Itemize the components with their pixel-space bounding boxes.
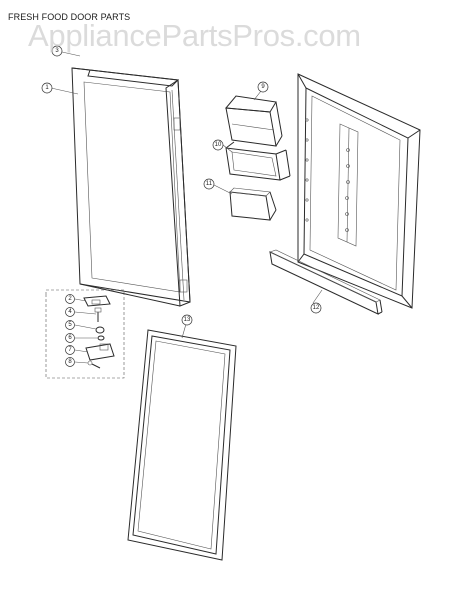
bottom-door-shelf	[269, 249, 383, 315]
hinge-bracket-bottom	[85, 343, 115, 361]
svg-text:11: 11	[206, 181, 213, 187]
hinge-detail-box	[45, 289, 125, 379]
hinge-bushing	[95, 326, 105, 334]
svg-text:10: 10	[215, 142, 222, 148]
callout-11: 11	[203, 178, 215, 190]
svg-text:13: 13	[184, 317, 191, 323]
svg-text:3: 3	[55, 48, 59, 54]
callout-4: 4	[65, 307, 75, 317]
callout-3: 3	[51, 45, 63, 57]
svg-text:12: 12	[313, 305, 320, 311]
shelf-slot-marks	[305, 118, 350, 232]
door-shelf-upper	[225, 141, 291, 181]
svg-text:1: 1	[45, 85, 49, 91]
svg-text:8: 8	[68, 359, 72, 365]
svg-text:2: 2	[68, 296, 72, 302]
callout-7: 7	[65, 345, 75, 355]
callout-13: 13	[181, 314, 193, 326]
hinge-screw	[87, 360, 101, 369]
callout-5: 5	[65, 320, 75, 330]
svg-text:7: 7	[68, 347, 72, 353]
callout-2: 2	[65, 294, 75, 304]
callout-6: 6	[65, 333, 75, 343]
callout-10: 10	[212, 139, 224, 151]
svg-text:6: 6	[68, 335, 72, 341]
callout-8: 8	[65, 357, 75, 367]
svg-text:4: 4	[68, 309, 72, 315]
callout-9: 9	[257, 81, 269, 93]
door-shelf-lower	[229, 187, 277, 221]
door-liner-frame	[297, 73, 421, 309]
leader-lines	[50, 51, 323, 364]
svg-text:9: 9	[261, 84, 265, 90]
hinge-washer	[97, 335, 105, 341]
svg-text:5: 5	[68, 322, 72, 328]
callout-1: 1	[41, 82, 53, 94]
dairy-bin	[225, 95, 283, 147]
callout-12: 12	[310, 302, 322, 314]
diagram-title: FRESH FOOD DOOR PARTS	[8, 12, 131, 22]
door-gasket	[127, 329, 237, 561]
hinge-pin	[94, 307, 102, 322]
watermark-text: AppliancePartsPros.com	[28, 18, 361, 53]
hinge-bracket-top	[83, 295, 111, 307]
door-outer-panel	[71, 67, 191, 307]
